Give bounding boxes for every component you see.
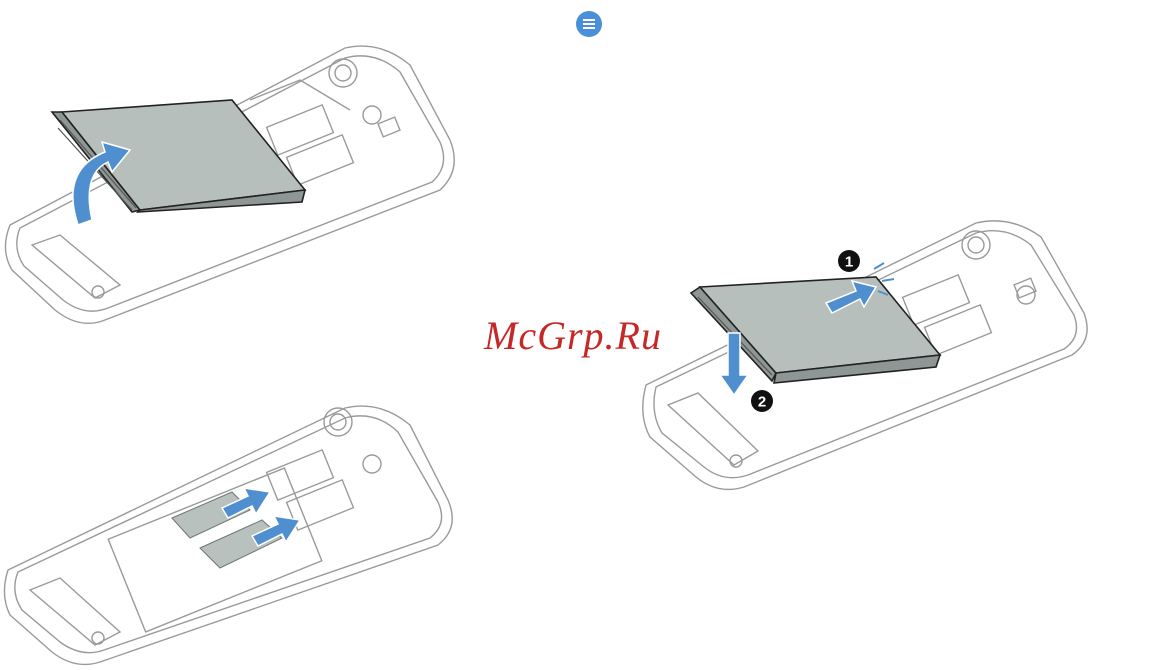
insert-battery-illustration: 1 2 — [636, 215, 1096, 495]
insert-sim-illustration — [0, 400, 460, 670]
watermark: McGrp.Ru — [484, 312, 662, 359]
step-1-label: 1 — [845, 254, 853, 271]
step-2-marker: 2 — [751, 390, 773, 412]
step-2-label: 2 — [758, 394, 766, 411]
note-icon — [576, 11, 602, 37]
step-1-marker: 1 — [838, 250, 860, 272]
remove-battery-illustration — [0, 40, 470, 330]
